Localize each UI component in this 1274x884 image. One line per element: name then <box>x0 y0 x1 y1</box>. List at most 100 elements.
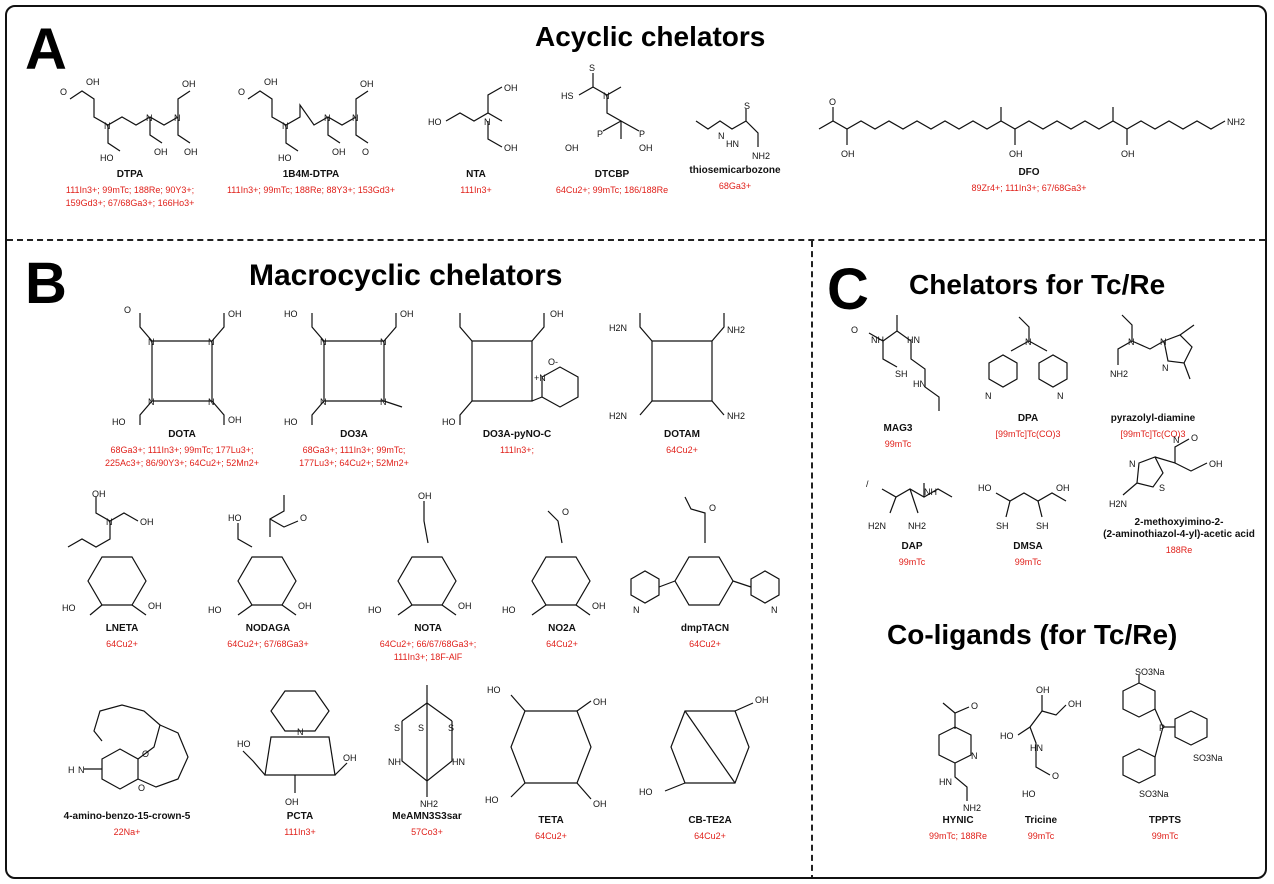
svg-text:HO: HO <box>100 153 114 163</box>
svg-text:N: N <box>484 117 491 127</box>
svg-text:N: N <box>971 751 978 761</box>
nta-structure: HO N OH OH <box>428 83 518 153</box>
svg-text:OH: OH <box>148 601 162 611</box>
panel-c-letter: C <box>827 257 869 322</box>
svg-text:NH2: NH2 <box>1110 369 1128 379</box>
compound-nta: HO N OH OH NTA 111In3+ <box>421 77 531 197</box>
svg-text:OH: OH <box>86 77 100 87</box>
pyraz-isotopes: [99mTc]Tc(CO)3 <box>1120 429 1186 439</box>
do3a-isotopes: 68Ga3+; 111In3+; 99mTc; 177Lu3+; 64Cu2+;… <box>299 445 409 468</box>
svg-text:SO3Na: SO3Na <box>1135 667 1165 677</box>
nota-structure: OH HO OH <box>368 491 472 616</box>
mox-isotopes: 188Re <box>1165 545 1193 555</box>
no2a-structure: O HO OH <box>502 507 606 616</box>
compound-teta: HO OH HO OH TETA 64Cu2+ <box>481 681 621 843</box>
compound-nota: OH HO OH NOTA 64Cu2+; 66/67/68Ga3+; 111I… <box>363 491 493 664</box>
svg-text:S: S <box>589 63 595 73</box>
svg-text:HO: HO <box>284 417 298 427</box>
svg-text:OH: OH <box>228 415 242 425</box>
compound-dtcbp: S HS N P P OH OH DTCBP 64Cu2+; 99mTc; 18… <box>547 63 677 197</box>
svg-text:NH2: NH2 <box>963 803 981 813</box>
svg-text:O: O <box>124 305 131 315</box>
svg-text:HO: HO <box>487 685 501 695</box>
svg-text:OH: OH <box>550 309 564 319</box>
b4m-name: 1B4M-DTPA <box>282 169 340 180</box>
svg-text:N: N <box>718 131 725 141</box>
do3a-name: DO3A <box>340 429 368 440</box>
svg-text:OH: OH <box>298 601 312 611</box>
b4m-isotopes: 111In3+; 99mTc; 188Re; 88Y3+; 153Gd3+ <box>226 185 396 195</box>
pcta-isotopes: 111In3+ <box>284 827 316 837</box>
svg-text:N: N <box>380 397 387 407</box>
svg-text:N: N <box>146 113 153 123</box>
sar-name: MeAMN3S3sar <box>392 811 462 822</box>
svg-text:N: N <box>208 397 215 407</box>
compound-do3a-py: O- +N OH HO DO3A-pyNO-C 111In3+; <box>437 307 597 457</box>
nodaga-structure: O HO HO OH <box>208 495 312 616</box>
svg-text:NH2: NH2 <box>908 521 926 531</box>
svg-text:OH: OH <box>841 149 855 159</box>
svg-text:S: S <box>418 723 424 733</box>
svg-text:H2N: H2N <box>609 323 627 333</box>
nota-name: NOTA <box>414 623 442 634</box>
sar-structure: S S S NH HN NH2 <box>388 685 465 809</box>
svg-text:HN: HN <box>452 757 465 767</box>
compound-lneta: OH OH N HO OH LNETA 64Cu2+ <box>57 489 187 651</box>
svg-text:HO: HO <box>62 603 76 613</box>
dtpa-name: DTPA <box>116 169 144 180</box>
svg-text:O: O <box>829 97 836 107</box>
do3apy-structure: O- +N OH HO <box>442 309 579 427</box>
svg-text:OH: OH <box>458 601 472 611</box>
dmsa-structure: HO OH SH SH <box>978 483 1070 531</box>
svg-text:HN: HN <box>913 379 926 389</box>
svg-text:HO: HO <box>237 739 251 749</box>
dmptacn-name: dmpTACN <box>680 623 730 634</box>
pyraz-name: pyrazolyl-diamine <box>1110 413 1196 424</box>
dpa-isotopes: [99mTc]Tc(CO)3 <box>995 429 1061 439</box>
svg-text:HO: HO <box>485 795 499 805</box>
svg-text:HO: HO <box>284 309 298 319</box>
compound-dmsa: HO OH SH SH DMSA 99mTc <box>973 477 1083 569</box>
compound-dfo: O OH OH OH NH2 DFO 89Zr4+; 111In3+; 67/6… <box>799 97 1259 195</box>
svg-text:O: O <box>971 701 978 711</box>
compound-thiosemicarbozone: N HN S NH2 thiosemicarbozone 68Ga3+ <box>685 101 785 193</box>
svg-text:OH: OH <box>400 309 414 319</box>
do3a-structure: HO OH HO N N N N <box>284 309 414 427</box>
svg-text:OH: OH <box>343 753 357 763</box>
nta-isotopes: 111In3+ <box>460 185 492 195</box>
svg-text:+N: +N <box>534 373 546 383</box>
svg-text:HO: HO <box>502 605 516 615</box>
svg-text:OH: OH <box>1009 149 1023 159</box>
compound-dap: / H2N NH2 NH DAP 99mTc <box>857 469 967 569</box>
tricine-isotopes: 99mTc <box>1027 831 1055 841</box>
svg-text:OH: OH <box>1209 459 1223 469</box>
nodaga-isotopes: 64Cu2+; 67/68Ga3+ <box>227 639 309 649</box>
svg-text:N: N <box>148 337 155 347</box>
svg-text:NH2: NH2 <box>752 151 770 161</box>
compound-hynic: O N HN NH2 HYNIC 99mTc; 188Re <box>913 693 1003 843</box>
svg-text:OH: OH <box>184 147 198 157</box>
dotam-isotopes: 64Cu2+ <box>666 445 698 455</box>
svg-text:N: N <box>1162 363 1169 373</box>
svg-text:OH: OH <box>228 309 242 319</box>
svg-text:SH: SH <box>996 521 1009 531</box>
compound-tricine: OH OH HO HN O HO Tricine 99mTc <box>991 685 1091 843</box>
tricine-structure: OH OH HO HN O HO <box>1000 685 1082 799</box>
svg-text:NH2: NH2 <box>727 411 745 421</box>
compound-dpa: N N N DPA [99mTc]Tc(CO)3 <box>973 311 1083 441</box>
compound-cb-te2a: OH HO CB-TE2A 64Cu2+ <box>635 681 785 843</box>
svg-text:HO: HO <box>368 605 382 615</box>
svg-text:N: N <box>771 605 778 615</box>
dotam-name: DOTAM <box>664 429 700 440</box>
compound-sar: S S S NH HN NH2 MeAMN3S3sar 57Co3+ <box>367 681 487 839</box>
svg-text:N: N <box>1025 337 1032 347</box>
cbte2a-name: CB-TE2A <box>688 815 732 826</box>
svg-text:OH: OH <box>332 147 346 157</box>
panel-b-title: Macrocyclic chelators <box>249 259 563 292</box>
svg-text:HO: HO <box>639 787 653 797</box>
svg-text:NH2: NH2 <box>727 325 745 335</box>
svg-text:OH: OH <box>592 601 606 611</box>
svg-text:O: O <box>851 325 858 335</box>
compound-nodaga: O HO HO OH NODAGA 64Cu2+; 67/68Ga3+ <box>203 491 333 651</box>
panel-b-letter: B <box>25 251 67 316</box>
